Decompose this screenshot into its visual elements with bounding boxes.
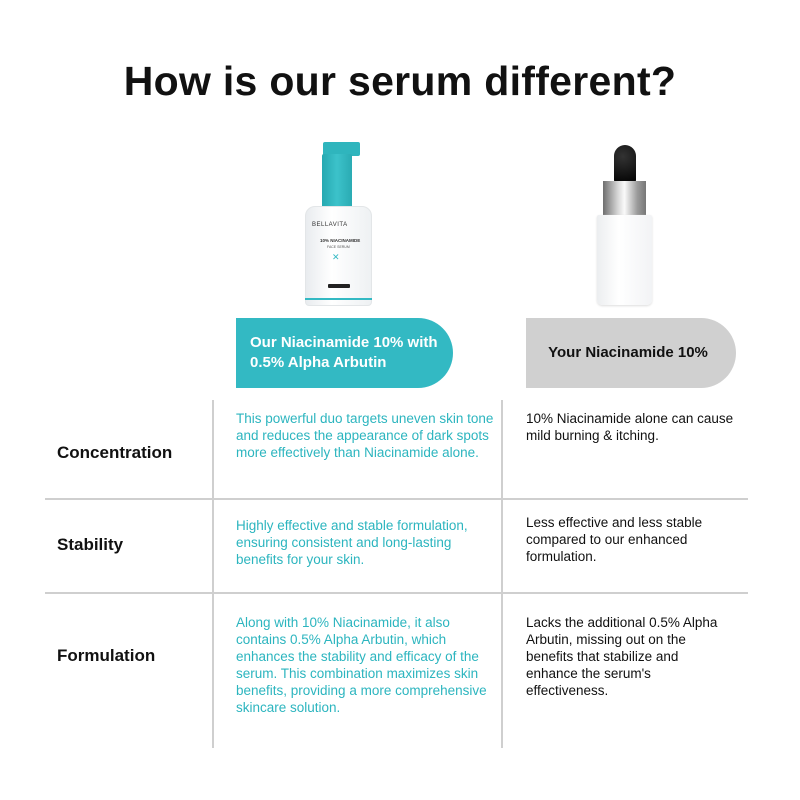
bellavita-serum-bottle-image: BELLAVITA 10% NIACINAMIDE FACE SERUM ✕	[300, 140, 380, 308]
product-label: 10% NIACINAMIDE	[320, 238, 361, 243]
your-product-heading-text: Your Niacinamide 10%	[548, 344, 708, 361]
product-sublabel: FACE SERUM	[327, 245, 350, 249]
page-title: How is our serum different?	[123, 58, 677, 104]
column-divider	[501, 400, 503, 748]
yours-formulation: Lacks the additional 0.5% Alpha Arbutin,…	[526, 615, 718, 698]
ours-formulation: Along with 10% Niacinamide, it also cont…	[236, 615, 487, 715]
yours-concentration: 10% Niacinamide alone can cause mild bur…	[526, 411, 734, 443]
our-product-heading: Our Niacinamide 10% with 0.5% Alpha Arbu…	[236, 318, 453, 388]
our-product-heading-text: Our Niacinamide 10% with 0.5% Alpha Arbu…	[250, 334, 438, 371]
yours-stability: Less effective and less stable compared …	[526, 515, 703, 564]
row-divider	[45, 592, 748, 594]
row-divider	[45, 498, 748, 500]
your-product-heading: Your Niacinamide 10%	[526, 318, 736, 388]
ours-concentration: This powerful duo targets uneven skin to…	[236, 411, 494, 460]
row-label-stability: Stability	[57, 535, 124, 554]
brand-logo: BELLAVITA	[312, 222, 348, 228]
generic-dropper-bottle-image	[595, 143, 655, 308]
row-label-concentration: Concentration	[57, 443, 173, 462]
molecule-icon: ✕	[332, 252, 340, 262]
row-label-formulation: Formulation	[57, 646, 156, 665]
ours-stability: Highly effective and stable formulation,…	[236, 518, 468, 567]
column-divider	[212, 400, 214, 748]
